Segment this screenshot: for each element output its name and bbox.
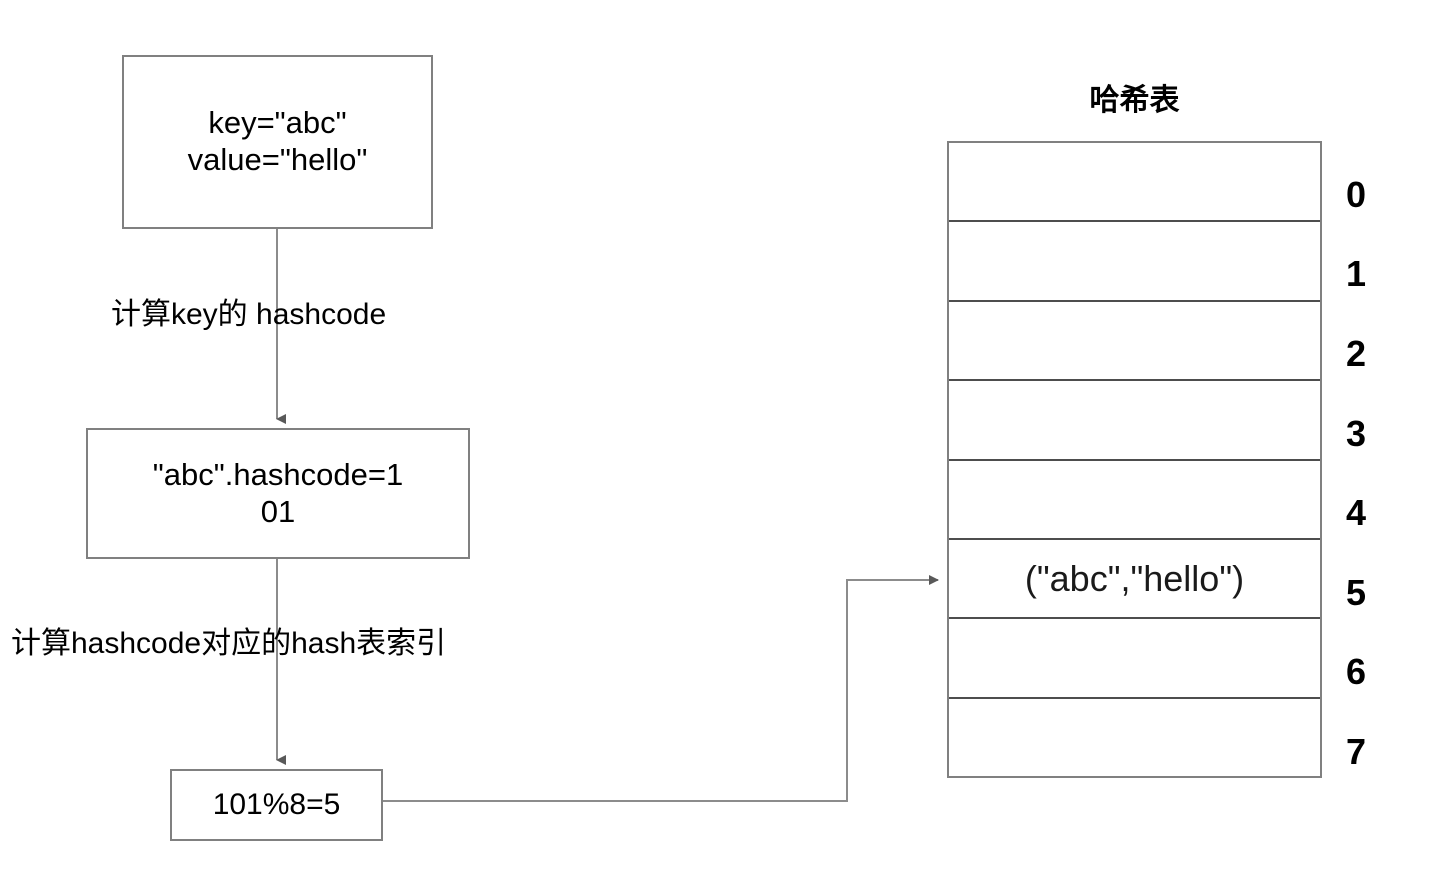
- hash-row: [949, 301, 1320, 382]
- hash-index-label: 0: [1346, 173, 1367, 215]
- edge-label-compute-hashcode: 计算key的 hashcode: [111, 298, 387, 331]
- arrow-modulo-to-slot5: [383, 575, 939, 802]
- hash-index-label: 7: [1346, 731, 1367, 772]
- modulo-text: 101%8=5: [212, 788, 341, 822]
- hash-row: [949, 143, 1320, 223]
- hash-row: [949, 619, 1320, 699]
- hash-cell-value: ("abc","hello"): [1024, 557, 1245, 599]
- hash-row: ("abc","hello"): [949, 539, 1320, 620]
- hash-index-label: 2: [1346, 332, 1367, 374]
- hash-row: [949, 460, 1320, 540]
- hash-index-label: 6: [1346, 651, 1367, 693]
- hash-index-label: 1: [1346, 253, 1367, 295]
- hash-index-label: 4: [1346, 492, 1367, 534]
- edge-label-compute-index: 计算hashcode对应的hash表索引: [11, 627, 447, 660]
- hash-row: [949, 381, 1320, 461]
- hash-row: [949, 698, 1320, 776]
- modulo-box: 101%8=5: [170, 769, 383, 841]
- hash-table: ("abc","hello"): [947, 141, 1322, 778]
- hash-index-label: 5: [1346, 571, 1367, 613]
- hash-index-column: 0 1 2 3 4 5 6 7: [1346, 141, 1406, 778]
- input-key-value-text: key="abc" value="hello": [187, 105, 368, 177]
- hash-index-label: 3: [1346, 412, 1367, 454]
- input-key-value-box: key="abc" value="hello": [122, 55, 433, 229]
- hashcode-text: "abc".hashcode=1 01: [152, 456, 404, 529]
- hash-table-title: 哈希表: [1089, 84, 1180, 117]
- hashcode-box: "abc".hashcode=1 01: [86, 428, 470, 559]
- hash-row: [949, 222, 1320, 302]
